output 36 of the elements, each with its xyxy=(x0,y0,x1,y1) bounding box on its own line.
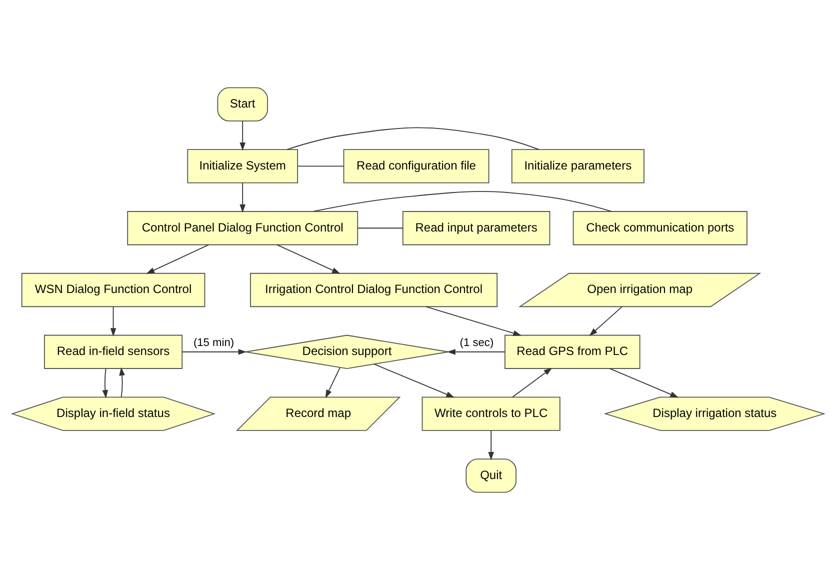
arrow xyxy=(374,363,455,398)
node-box: Read configuration file xyxy=(343,148,490,183)
node-box: Read GPS from PLC xyxy=(504,334,640,368)
arrow xyxy=(119,366,125,397)
node-box: Quit xyxy=(466,458,516,492)
arrow xyxy=(146,244,210,274)
node-box: Write controls to PLC xyxy=(422,396,560,430)
edge-label: (15 min) xyxy=(193,336,234,348)
arrow xyxy=(240,120,246,150)
connector xyxy=(297,165,344,166)
arrow xyxy=(447,348,506,354)
node-box: Initialize parameters xyxy=(511,148,644,183)
arrow xyxy=(609,368,679,398)
node-box: Irrigation Control Dialog Function Control xyxy=(250,272,498,307)
node-box: Initialize System xyxy=(187,148,298,183)
edge-label: (1 sec) xyxy=(460,336,494,348)
arrow xyxy=(325,366,340,398)
arrow xyxy=(102,368,108,398)
arrow xyxy=(426,306,522,336)
connector xyxy=(286,126,540,150)
node-box: Control Panel Dialog Function Control xyxy=(127,210,358,245)
node-box: Check communication ports xyxy=(572,210,748,245)
arrow xyxy=(488,430,494,460)
connector xyxy=(357,227,404,228)
node-box: Read in-field sensors xyxy=(44,334,183,368)
node-box: WSN Dialog Function Control xyxy=(21,272,206,307)
arrow xyxy=(512,367,552,397)
node-diamond: Decision support xyxy=(245,334,449,368)
arrow xyxy=(110,306,116,336)
node-box: Read input parameters xyxy=(402,210,550,245)
connector xyxy=(312,190,612,212)
arrow xyxy=(276,244,340,274)
arrow xyxy=(182,348,247,354)
node-box: Start xyxy=(217,86,268,121)
arrow xyxy=(240,182,246,212)
arrow xyxy=(589,306,623,336)
